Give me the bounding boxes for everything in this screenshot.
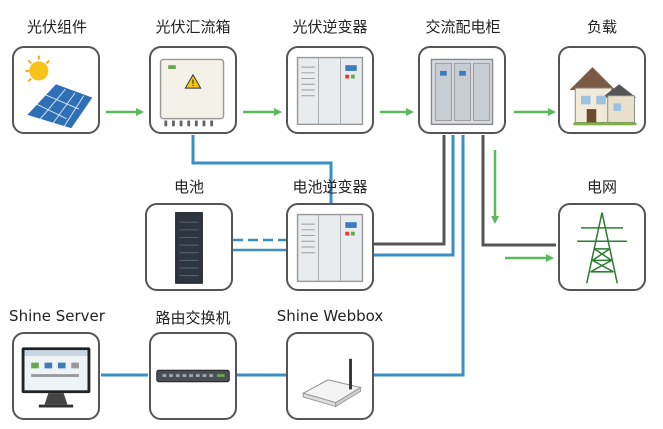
battery-node [145, 203, 233, 291]
webbox-node [286, 332, 374, 420]
house-icon [569, 67, 637, 126]
grid-node [558, 203, 646, 291]
battery-rack-icon [175, 212, 203, 284]
power-line-ac-grid [481, 135, 556, 247]
router-node [149, 332, 237, 420]
solar-panel-icon [25, 55, 93, 129]
combiner-box-icon: ! [159, 58, 225, 127]
label-battery: 电池 [173, 178, 205, 196]
label-pv-inverter: 光伏逆变器 [292, 18, 368, 36]
comm-line-combiner-inverter [191, 135, 333, 206]
comm-line-ac-webbox [374, 135, 465, 377]
label-router: 路由交换机 [155, 309, 231, 327]
label-battery-inverter: 电池逆变器 [292, 178, 368, 196]
transmission-tower-icon [577, 212, 627, 284]
battery-inverter-icon [296, 213, 364, 283]
comm-line-ac-battery-inverter [374, 135, 455, 257]
network-switch-icon [156, 369, 230, 383]
label-grid: 电网 [586, 178, 618, 196]
power-line-ac-battery-inverter [374, 135, 446, 246]
shine-server-node [12, 332, 100, 420]
solar-panel-node [12, 46, 100, 134]
wifi-router-icon [301, 358, 363, 408]
pv-inverter-icon [296, 56, 364, 126]
label-shine-server: Shine Server [9, 307, 105, 325]
ac-cabinet-node [418, 46, 506, 134]
battery-inverter-node [286, 203, 374, 291]
label-solar-panel: 光伏组件 [26, 18, 88, 36]
label-combiner-box: 光伏汇流箱 [155, 18, 231, 36]
pv-inverter-node [286, 46, 374, 134]
load-node [558, 46, 646, 134]
label-ac-cabinet: 交流配电柜 [425, 18, 501, 36]
combiner-box-node: ! [149, 46, 237, 134]
label-webbox: Shine Webbox [276, 307, 384, 325]
ac-cabinet-icon [430, 58, 494, 126]
svg-text:!: ! [191, 79, 194, 89]
label-load: 负载 [586, 18, 618, 36]
monitor-icon [21, 347, 91, 408]
